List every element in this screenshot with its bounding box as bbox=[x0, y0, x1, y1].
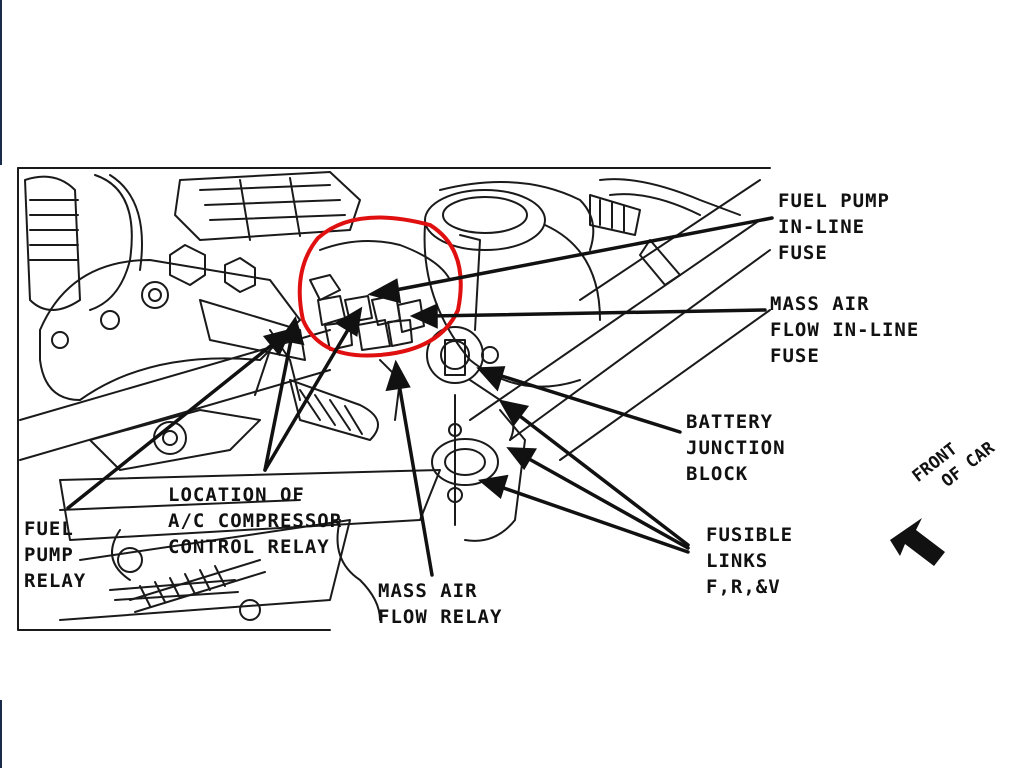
engine-line-art bbox=[17, 167, 771, 631]
label-mass-air-flow-relay: MASS AIR FLOW RELAY bbox=[378, 580, 503, 628]
arrow-fusible-link-2 bbox=[506, 447, 690, 550]
arrow-ac-relay-1 bbox=[263, 306, 363, 472]
leader-arrows bbox=[66, 216, 774, 577]
label-ac-compressor-control-relay: LOCATION OF A/C COMPRESSOR CONTROL RELAY bbox=[168, 484, 343, 558]
arrow-fuel-pump-relay bbox=[66, 328, 293, 510]
left-edge-mark-bottom bbox=[0, 700, 2, 768]
label-mass-air-flow-inline-fuse: MASS AIR FLOW IN-LINE FUSE bbox=[770, 293, 920, 367]
label-fusible-links: FUSIBLE LINKS F,R,&V bbox=[706, 524, 794, 598]
arrow-mass-air-flow-relay bbox=[385, 359, 434, 577]
label-battery-junction-block: BATTERY JUNCTION BLOCK bbox=[686, 411, 786, 485]
arrow-mass-air-flow-inline-fuse bbox=[409, 303, 767, 329]
highlight-circle bbox=[297, 215, 463, 358]
arrow-fuel-pump-inline-fuse bbox=[367, 216, 774, 304]
front-of-car-arrow bbox=[890, 518, 945, 566]
arrow-fusible-link-3 bbox=[477, 474, 690, 554]
label-fuel-pump-inline-fuse: FUEL PUMP IN-LINE FUSE bbox=[778, 190, 890, 264]
arrow-fusible-link-1 bbox=[498, 399, 690, 547]
left-edge-mark-top bbox=[0, 0, 2, 165]
label-fuel-pump-relay: FUEL PUMP RELAY bbox=[24, 518, 87, 592]
arrow-battery-junction-block bbox=[476, 366, 682, 434]
